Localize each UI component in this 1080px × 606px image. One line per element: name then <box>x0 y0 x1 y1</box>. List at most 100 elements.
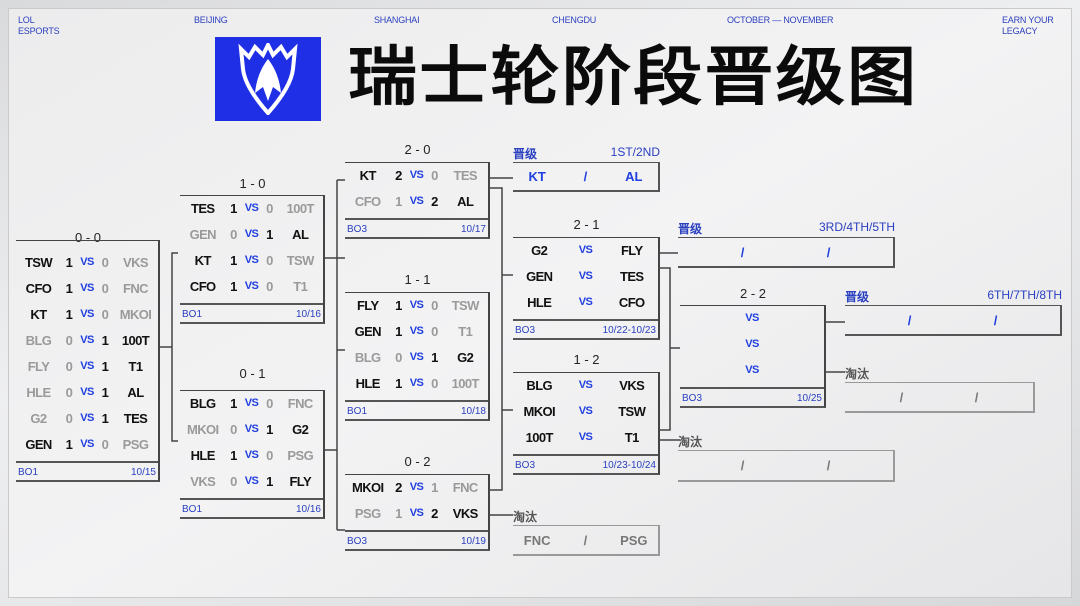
score-1: 1 <box>395 505 402 521</box>
score-2: 1 <box>101 332 109 348</box>
watermark <box>962 563 1052 585</box>
team-1: GEN <box>526 268 553 284</box>
result-teams: // <box>845 305 1062 336</box>
team-2: T1 <box>624 429 640 445</box>
vs-label: VS <box>244 228 259 240</box>
score-2: 2 <box>431 505 438 521</box>
match-row[interactable]: VS <box>680 305 824 331</box>
advance-label: 晋级 <box>513 147 538 161</box>
divider <box>513 237 660 238</box>
score-1: 0 <box>65 358 73 374</box>
score-1: 1 <box>395 375 402 391</box>
team-1: PSG <box>354 505 381 521</box>
score-1: 1 <box>230 447 237 463</box>
match-row[interactable]: VS <box>680 357 824 383</box>
team-2: TSW <box>451 297 480 313</box>
score-1: 0 <box>65 410 73 426</box>
places-label: 1ST/2ND <box>610 145 660 159</box>
team-2: FNC <box>452 479 479 495</box>
score-2: 0 <box>431 167 438 183</box>
match-row[interactable]: VS <box>680 331 824 357</box>
round-record: 0 - 2 <box>404 454 431 469</box>
lol-esports-label: LOL ESPORTS <box>18 15 60 36</box>
vs-label: VS <box>409 481 424 493</box>
vs-label: VS <box>244 254 259 266</box>
separator: / <box>899 389 904 405</box>
team-2: TES <box>620 268 644 284</box>
match-format: BO3 <box>682 393 703 404</box>
team-2: 100T <box>121 332 150 348</box>
match-date: 10/16 <box>295 309 321 320</box>
city-shanghai: SHANGHAI <box>374 15 420 25</box>
vs-label: VS <box>578 244 593 256</box>
score-2: 1 <box>431 349 438 365</box>
vs-label: VS <box>244 202 259 214</box>
team-1: MKOI <box>351 479 384 495</box>
result-teams: // <box>845 382 1035 413</box>
team-1: KT <box>194 252 212 268</box>
round-record: 2 - 2 <box>739 286 766 301</box>
team-1: FLY <box>27 358 50 374</box>
score-2: 1 <box>101 410 109 426</box>
team-1: G2 <box>30 410 47 426</box>
vs-label: VS <box>80 308 94 320</box>
score-1: 1 <box>230 395 237 411</box>
score-1: 0 <box>65 384 73 400</box>
team-1: GEN <box>189 226 217 242</box>
match-format: BO1 <box>347 406 368 417</box>
result-label-row: 晋级 1ST/2ND <box>513 145 660 162</box>
vs-label: VS <box>409 377 424 389</box>
divider <box>345 162 490 163</box>
team-2: CFO <box>618 294 645 310</box>
round-record: 0 - 1 <box>239 366 266 381</box>
match-date: 10/18 <box>460 406 486 417</box>
vs-label: VS <box>80 386 94 398</box>
score-1: 0 <box>65 332 73 348</box>
score-2: 0 <box>101 280 109 296</box>
team-1: TES <box>191 200 215 216</box>
match-format: BO1 <box>182 504 203 515</box>
team-1: HLE <box>190 447 216 463</box>
vs-label: VS <box>578 405 593 417</box>
team-1: CFO <box>25 280 52 296</box>
score-2: 1 <box>101 384 109 400</box>
match-format: BO1 <box>18 467 39 478</box>
score-1: 2 <box>395 479 402 495</box>
score-2: 0 <box>431 375 438 391</box>
team-2: TSW <box>618 403 646 419</box>
vs-label: VS <box>244 475 259 487</box>
